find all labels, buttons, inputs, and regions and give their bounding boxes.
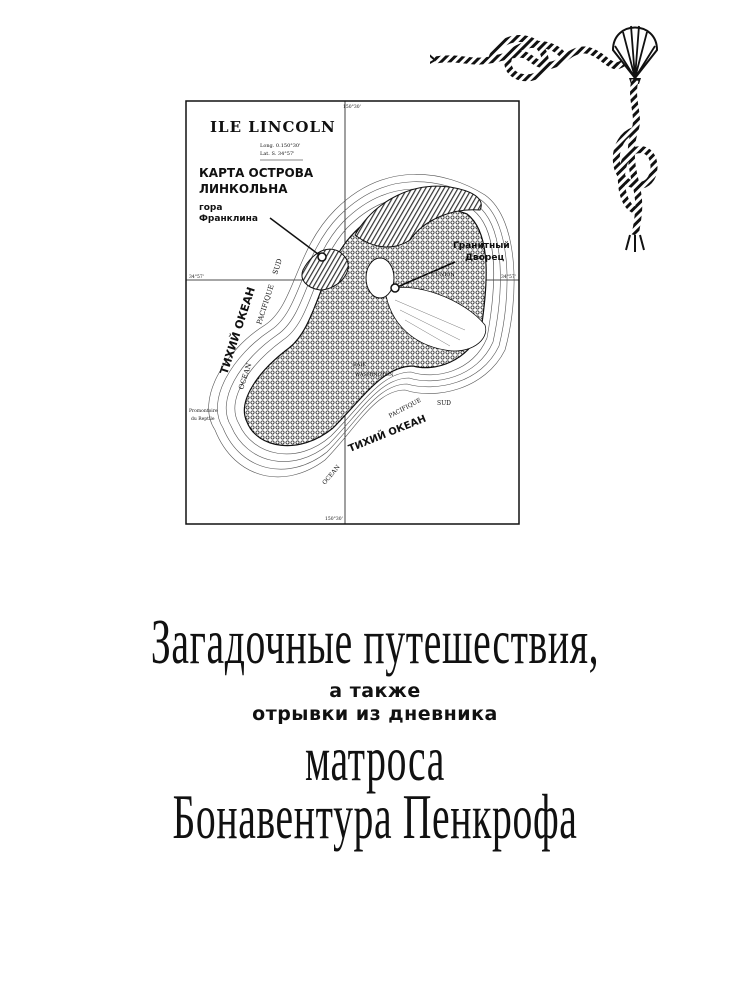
map-lat-right: 34°57' [501,274,516,280]
book-title-line-4: матроса [305,723,445,794]
book-title-line-5: Бонавентура Пенкрофа [172,781,578,852]
map-palace-1: Гранитный [453,241,510,251]
book-subtitle-line-3: отрывки из дневника [252,703,498,725]
island-map: ILE LINCOLN Long. 0.150°30' Lat. S. 34°5… [185,100,520,525]
map-promontory-2: du Reptile [191,416,215,422]
map-lake-label: L'UNION [431,272,455,278]
map-lon-top: 150°30' [343,104,361,110]
map-title-ru-1: КАРТА ОСТРОВА [199,166,314,180]
rope-knot-shell-ornament-icon [430,25,659,252]
map-lon-bottom: 150°30' [325,516,343,522]
map-header: ILE LINCOLN [210,118,336,136]
map-mount-1: гора [199,203,222,213]
map-bay-2: WASHINGTON [355,372,394,378]
map-title-ru-2: ЛИНКОЛЬНА [199,182,288,196]
map-bay-1: BAIE [353,362,366,368]
map-palace-2: Дворец [465,253,504,263]
map-mount-2: Франклина [199,214,258,224]
book-subtitle-line-2: а также [329,680,421,702]
map-lat: Lat. S. 34°57' [260,151,295,157]
book-title-line-1: Загадочные путешествия, [150,606,600,677]
map-ocean-fr-right-3: SUD [437,400,451,407]
map-promontory-1: Promontoire [189,408,218,414]
map-lat-left: 34°57' [189,274,204,280]
map-long: Long. 0.150°30' [260,143,300,149]
lincoln-island-map-illustration: ILE LINCOLN Long. 0.150°30' Lat. S. 34°5… [185,100,520,525]
